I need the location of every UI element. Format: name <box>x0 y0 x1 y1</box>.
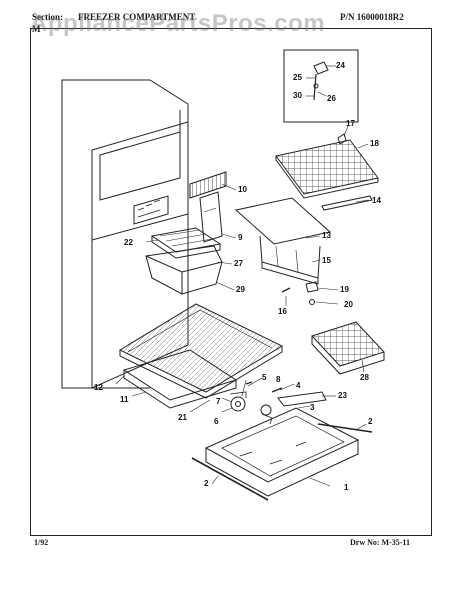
callout-29: 29 <box>236 285 245 294</box>
callout-15: 15 <box>322 256 331 265</box>
callout-11: 11 <box>120 395 129 404</box>
callout-8: 8 <box>276 375 281 384</box>
callout-4: 4 <box>296 381 301 390</box>
callout-20: 20 <box>344 300 353 309</box>
inset-detail-box <box>283 49 359 123</box>
callout-1: 1 <box>344 483 349 492</box>
callout-18: 18 <box>370 139 379 148</box>
callout-10: 10 <box>238 185 247 194</box>
ice-tray <box>150 227 222 259</box>
section-title: FREEZER COMPARTMENT <box>78 12 196 22</box>
callout-28: 28 <box>360 373 369 382</box>
diagram-frame <box>30 28 432 536</box>
callout-22: 22 <box>124 238 133 247</box>
evaporator-cover <box>234 197 332 285</box>
callout-12: 12 <box>94 383 103 392</box>
air-duct-divider <box>189 171 227 243</box>
floor-insulation <box>122 349 238 409</box>
model-label: M <box>32 24 41 34</box>
callout-25: 25 <box>293 73 302 82</box>
callout-6: 6 <box>214 417 219 426</box>
watermark: AppliancePartsPros.com <box>30 10 326 37</box>
callout-14: 14 <box>372 196 381 205</box>
fasteners <box>281 281 319 305</box>
callout-19: 19 <box>340 285 349 294</box>
ice-maker-bracket <box>133 195 169 225</box>
callout-7: 7 <box>216 397 221 406</box>
freezer-floor <box>118 303 284 399</box>
callout-9: 9 <box>238 233 243 242</box>
fan-motor-assembly <box>229 381 283 425</box>
callout-numbers: 24 25 30 26 17 18 14 10 9 22 13 15 27 29… <box>94 61 381 492</box>
footer-date: 1/92 <box>34 538 49 547</box>
callout-24: 24 <box>336 61 345 70</box>
drawing-number: Drw No: M-35-11 <box>350 538 410 547</box>
air-duct <box>277 391 327 407</box>
callout-5: 5 <box>262 373 267 382</box>
section-label: Section: <box>32 12 63 22</box>
ice-bucket <box>145 245 223 295</box>
callout-30: 30 <box>293 91 302 100</box>
leader-lines <box>115 65 369 487</box>
wire-basket <box>311 321 385 375</box>
callout-2a: 2 <box>368 417 373 426</box>
callout-27: 27 <box>234 259 243 268</box>
callout-21: 21 <box>178 413 187 422</box>
shelf-clip <box>337 133 347 145</box>
callout-13: 13 <box>322 231 331 240</box>
callout-26: 26 <box>327 94 336 103</box>
callout-3: 3 <box>310 403 315 412</box>
shelf-rail <box>321 195 373 211</box>
callout-16: 16 <box>278 307 287 316</box>
wire-shelf-top <box>275 139 379 199</box>
callout-17: 17 <box>346 119 355 128</box>
freezer-liner-bottom <box>191 407 373 501</box>
part-number: P/N 16000018R2 <box>340 12 404 22</box>
callout-2b: 2 <box>204 479 209 488</box>
callout-23: 23 <box>338 391 347 400</box>
